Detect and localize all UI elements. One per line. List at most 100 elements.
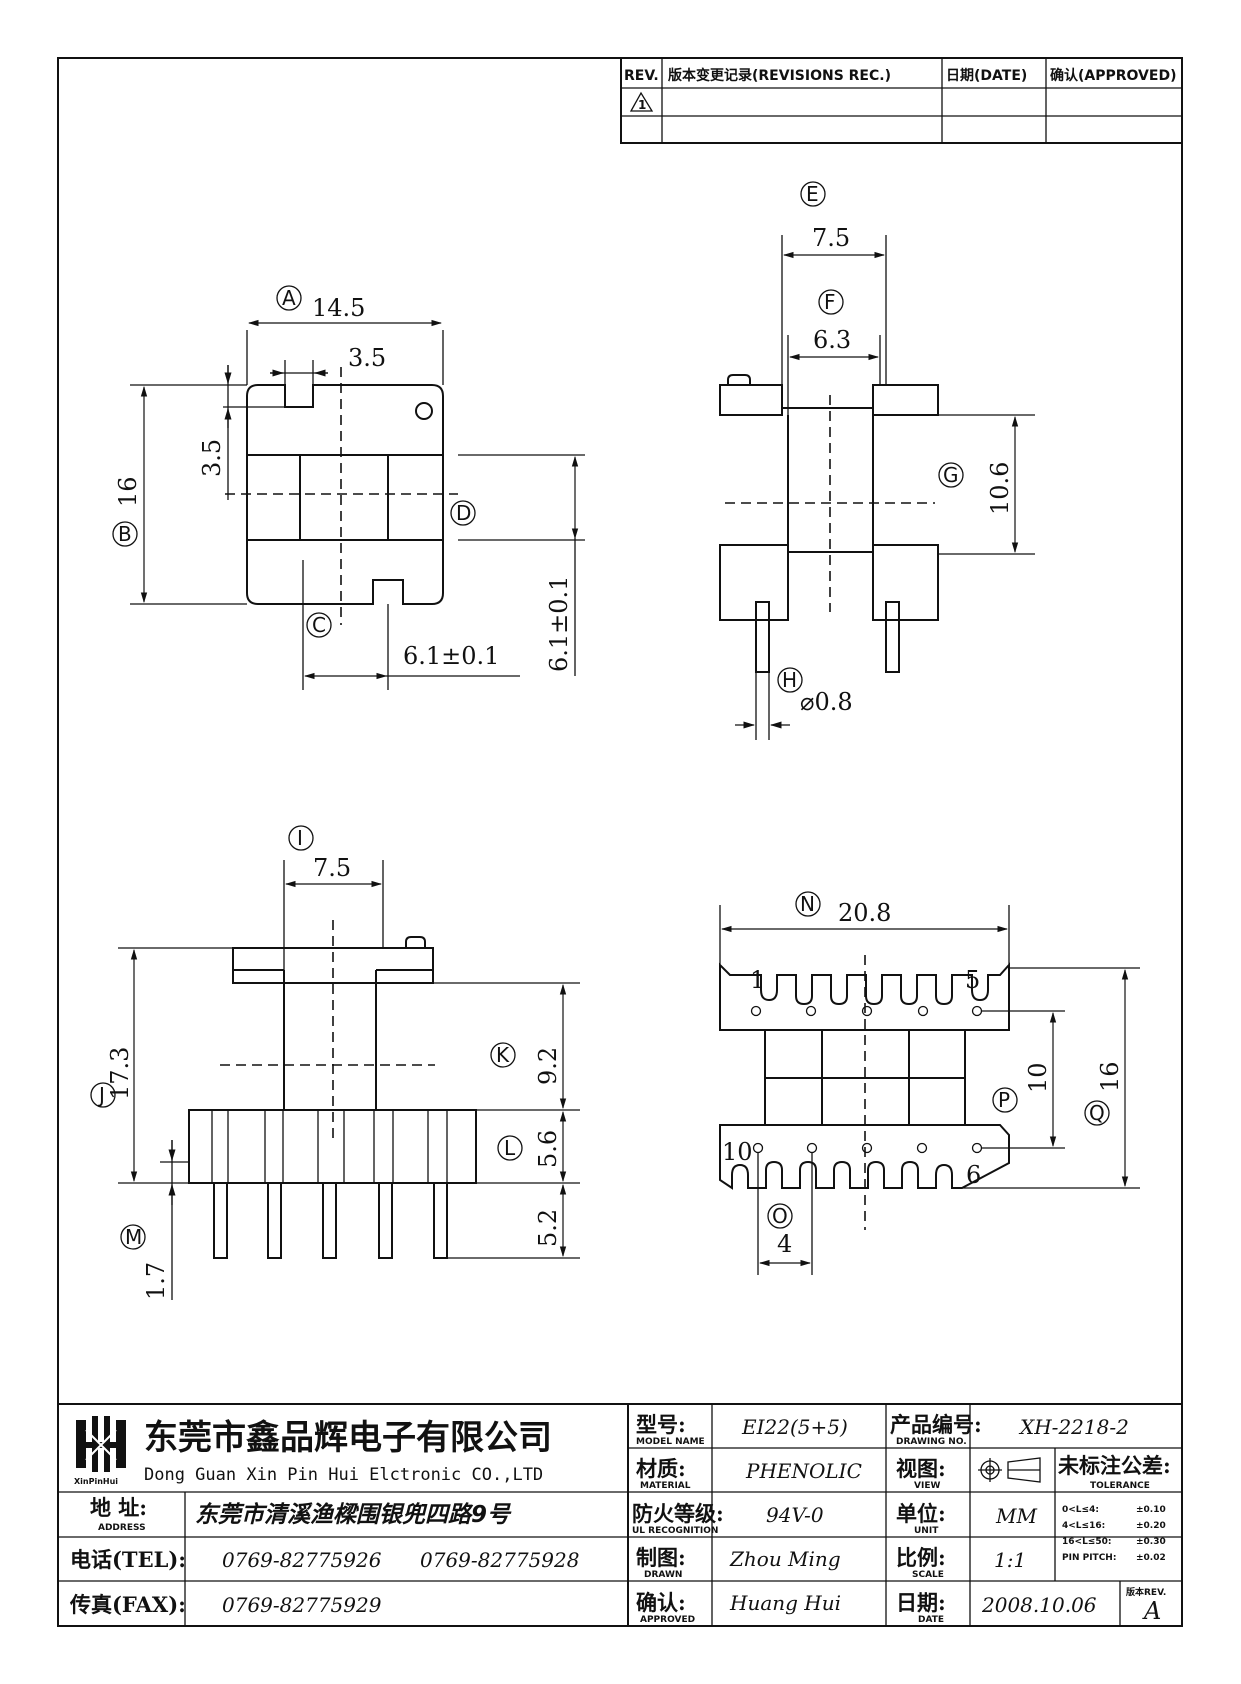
- revisions-record-header: 版本变更记录(REVISIONS REC.): [668, 67, 891, 84]
- label-o-circle: [767, 1203, 793, 1229]
- revision-table: REV. 版本变更记录(REVISIONS REC.) 日期(DATE) 确认(…: [620, 57, 1183, 144]
- tolerance-label-en: TOLERANCE: [1090, 1481, 1150, 1491]
- view-top-right: 7.5 6.3 10.6 ⌀0.8 E F G H: [719, 181, 1035, 740]
- drawn-label: 制图:: [636, 1545, 686, 1570]
- scale-label-en: SCALE: [912, 1570, 944, 1580]
- date-label-en: DATE: [918, 1615, 944, 1625]
- model-value: EI22(5+5): [741, 1415, 848, 1439]
- dim-d-offset: 6.1±0.1: [545, 576, 573, 672]
- label-g-circle: [938, 462, 964, 488]
- scale-value: 1:1: [994, 1548, 1026, 1572]
- first-angle-projection-icon: [978, 1457, 1041, 1483]
- label-f-circle: [818, 289, 844, 315]
- label-f: F: [824, 290, 836, 314]
- revision-triangle-icon: [629, 91, 654, 112]
- dim-c-offset: 6.1±0.1: [403, 642, 499, 670]
- rev-mark: 1: [638, 98, 646, 112]
- address-label-en: ADDRESS: [98, 1523, 146, 1533]
- dim-m-height: 1.7: [142, 1262, 170, 1300]
- label-m: M: [125, 1225, 142, 1249]
- pin-number-10: 10: [722, 1138, 753, 1166]
- label-d: D: [456, 501, 471, 525]
- dim-p-pitch: 10: [1024, 1062, 1052, 1093]
- label-c-circle: [306, 612, 332, 638]
- dim-l-height: 5.6: [534, 1130, 562, 1168]
- date-value: 2008.10.06: [981, 1593, 1097, 1617]
- company-name-cn: 东莞市鑫品辉电子有限公司: [144, 1418, 552, 1458]
- material-label: 材质:: [636, 1456, 686, 1481]
- label-p-circle: [992, 1087, 1018, 1113]
- tel-2: 0769-82775928: [420, 1548, 579, 1572]
- fire-rating-label: 防火等级:: [632, 1501, 724, 1526]
- label-h: H: [782, 668, 797, 692]
- tolerance-value: ±0.02: [1136, 1553, 1166, 1563]
- dim-a-width: 14.5: [312, 294, 365, 322]
- pin-number-1: 1: [750, 966, 765, 994]
- label-l: L: [504, 1136, 516, 1160]
- date-header: 日期(DATE): [946, 68, 1027, 84]
- dim-f-width: 6.3: [813, 326, 851, 354]
- title-block: XinPinHui 东莞市鑫品辉电子有限公司 Dong Guan Xin Pin…: [57, 1403, 1183, 1627]
- view-bottom-left: 7.5 17.3 9.2 5.6 5.2 1.7 I J K L M: [90, 825, 580, 1300]
- fire-rating-value: 94V-0: [766, 1503, 824, 1527]
- view-label: 视图:: [896, 1456, 946, 1481]
- tolerance-range: 4<L≤16:: [1062, 1521, 1105, 1531]
- model-label: 型号:: [636, 1412, 686, 1437]
- view-label-en: VIEW: [914, 1481, 940, 1491]
- drawn-value: Zhou Ming: [729, 1547, 841, 1571]
- label-b: B: [118, 522, 132, 546]
- label-g: G: [943, 463, 959, 487]
- label-j: J: [97, 1083, 105, 1107]
- dim-j-height: 17.3: [106, 1047, 134, 1100]
- label-k: K: [496, 1043, 510, 1067]
- dim-b-height: 16: [114, 476, 142, 507]
- rev-label: 版本REV.: [1125, 1586, 1166, 1598]
- label-p: P: [998, 1088, 1010, 1112]
- fire-rating-label-en: UL RECOGNITION: [632, 1526, 718, 1536]
- tolerance-range: 0<L≤4:: [1062, 1505, 1099, 1515]
- label-q-circle: [1084, 1100, 1110, 1126]
- label-e: E: [806, 182, 819, 206]
- label-a: A: [282, 286, 296, 310]
- tolerance-range: PIN PITCH:: [1062, 1553, 1116, 1563]
- label-n: N: [800, 892, 815, 916]
- tolerance-range: 16<L≤50:: [1062, 1537, 1111, 1547]
- material-value: PHENOLIC: [745, 1459, 862, 1483]
- unit-label-en: UNIT: [914, 1526, 939, 1536]
- label-k-circle: [490, 1042, 516, 1068]
- rev-value: A: [1142, 1597, 1161, 1625]
- unit-label: 单位:: [896, 1501, 946, 1526]
- pin-number-6: 6: [966, 1161, 981, 1189]
- dim-k-height: 9.2: [534, 1047, 562, 1085]
- dim-notch-depth: 3.5: [198, 439, 226, 477]
- unit-value: MM: [995, 1504, 1037, 1528]
- label-a-circle: [276, 285, 302, 311]
- tolerance-table: 0<L≤4: ±0.10 4<L≤16: ±0.20 16<L≤50: ±0.3…: [1062, 1505, 1166, 1563]
- approved-header: 确认(APPROVED): [1050, 67, 1176, 84]
- tolerance-value: ±0.20: [1136, 1521, 1166, 1531]
- dim-o-pitch: 4: [777, 1230, 792, 1258]
- dim-g-height: 10.6: [986, 462, 1014, 515]
- dim-q-height: 16: [1096, 1061, 1124, 1092]
- drawing-no-value: XH-2218-2: [1018, 1415, 1129, 1439]
- tel-1: 0769-82775926: [222, 1548, 382, 1572]
- rev-header: REV.: [624, 68, 659, 84]
- label-l-circle: [497, 1135, 523, 1161]
- sheet-border: [57, 57, 1183, 1627]
- company-logo: XinPinHui: [74, 1416, 126, 1486]
- approved-value: Huang Hui: [729, 1591, 841, 1615]
- label-h-circle: [777, 667, 803, 693]
- view-bottom-right: 20.8 10 16 4 1 5 6 10 N O P Q: [719, 891, 1140, 1275]
- view-top-left: 14.5 3.5 3.5 16 6.1±0.1 6.1±0.1 A B C D: [112, 285, 585, 690]
- approved-label: 确认:: [636, 1590, 686, 1615]
- approved-label-en: APPROVED: [640, 1615, 695, 1625]
- tolerance-value: ±0.10: [1136, 1505, 1166, 1515]
- dim-e-width: 7.5: [812, 224, 850, 252]
- fax-label: 传真(FAX):: [69, 1592, 186, 1617]
- scale-label: 比例:: [896, 1545, 946, 1570]
- tolerance-label: 未标注公差:: [1058, 1453, 1171, 1478]
- label-j-circle: [90, 1082, 116, 1108]
- address-label: 地 址:: [90, 1495, 147, 1520]
- address-value: 东莞市清溪渔樑围银兜四路9号: [195, 1501, 512, 1528]
